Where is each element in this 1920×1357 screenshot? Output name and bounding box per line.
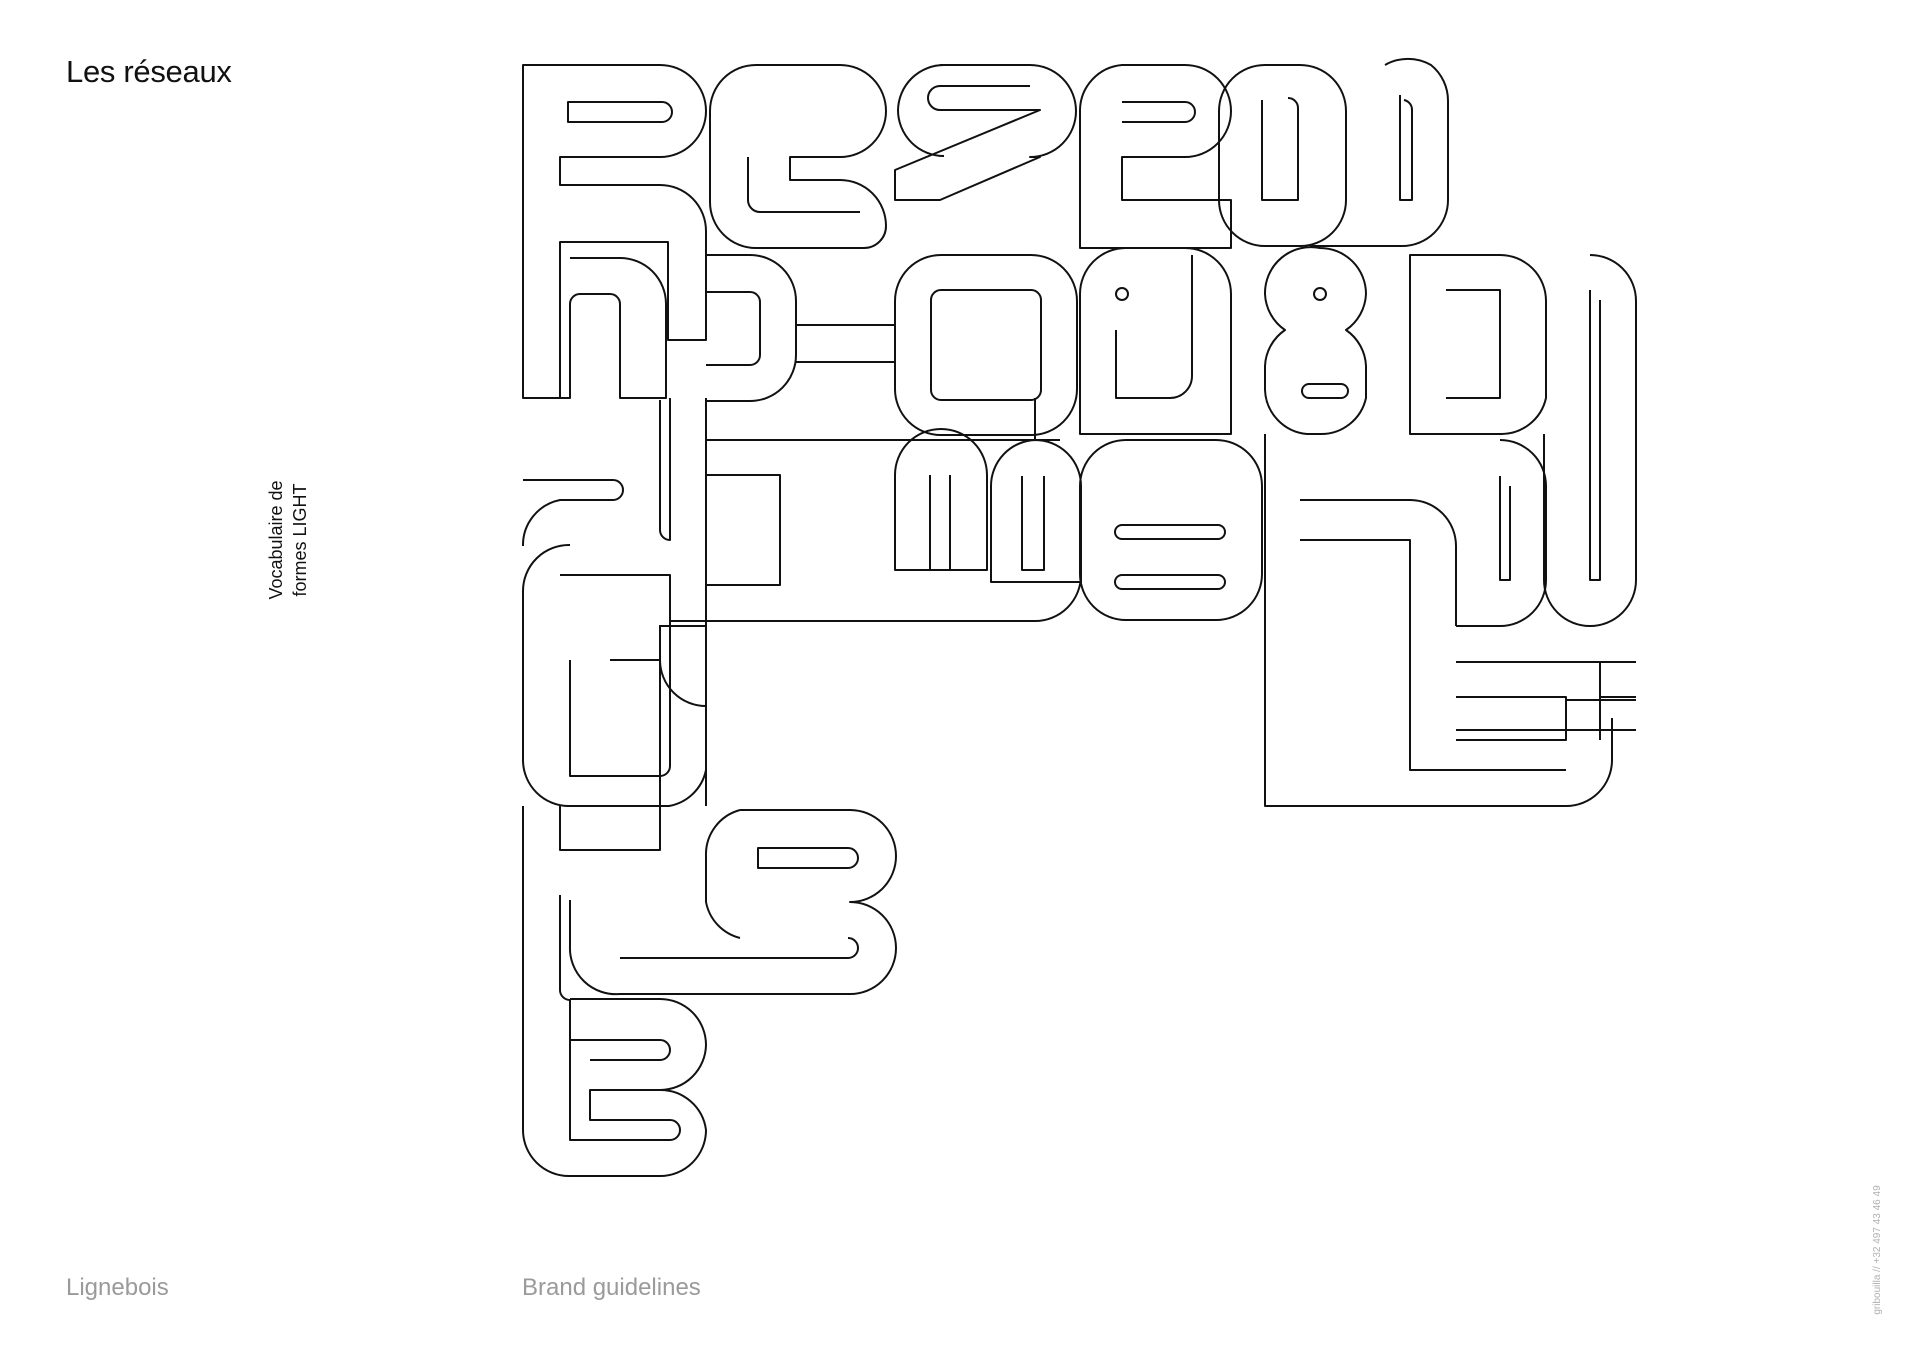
glyph-eight-bar-top (1114, 524, 1226, 540)
glyph-u-outer (1409, 254, 1547, 436)
glyph-l-inner (1300, 539, 1566, 771)
glyph-e-ladder (1456, 661, 1636, 741)
glyph-eight-outer (1079, 439, 1263, 621)
glyph-n2-inner (1021, 476, 1045, 571)
glyph-l-frame (1264, 434, 1613, 807)
glyph-nine-outer (1079, 247, 1232, 435)
glyph-square-o-outer (894, 254, 1078, 436)
glyph-left-hook (521, 479, 624, 547)
glyph-e-left (704, 809, 741, 939)
glyph-u-inner (1446, 289, 1501, 399)
glyph-z-inner (747, 157, 860, 213)
glyph-r-outer (522, 64, 707, 399)
glyph-ampersand-dot (1313, 287, 1327, 301)
glyph-m-inner (929, 475, 951, 571)
glyph-b-outer (522, 806, 707, 1177)
glyph-d-inner (706, 291, 761, 366)
glyph-b-stem (559, 895, 571, 1001)
glyph-e-outer (568, 809, 897, 996)
glyph-ampersand-bar (1301, 383, 1349, 399)
glyph-b-inner (569, 999, 681, 1141)
glyph-tall-u-inner (1589, 290, 1601, 581)
footer-brand: Lignebois (66, 1274, 169, 1301)
glyph-left-col-stroke (659, 625, 707, 780)
glyph-g-outer (1218, 64, 1347, 247)
glyph-tall-u (1543, 254, 1637, 627)
glyph-nine-inner (1115, 255, 1193, 399)
glyph-ampersand-outer (1263, 246, 1367, 436)
glyph-left-seg (559, 659, 661, 851)
glyph-s-right-outer (1456, 439, 1547, 627)
glyph-left-col-inner (560, 574, 671, 777)
footer-section: Brand guidelines (522, 1274, 701, 1301)
glyph-tall-g-inner (1399, 95, 1414, 201)
page-title: Les réseaux (66, 54, 232, 89)
glyph-m-outer (894, 428, 988, 571)
connector-curve-row3 (987, 574, 1082, 622)
glyph-e-inner-bot (620, 937, 859, 959)
glyph-left-hook-2 (659, 398, 671, 541)
footer-credit: gribouilla // +32 497 43 46 49 (1872, 1185, 1883, 1315)
glyph-n2-outer (989, 439, 1082, 583)
glyph-nine-dot (1115, 287, 1129, 301)
glyph-s-outer (894, 64, 1077, 201)
glyph-s-curve (897, 64, 945, 157)
glyph-d-outer (706, 254, 797, 402)
glyph-s-right-inner (1499, 476, 1511, 581)
glyph-l-top (1300, 499, 1457, 626)
glyph-g-inner (1261, 97, 1299, 201)
glyph-left-col-c (660, 440, 707, 806)
glyph-two-inner (1122, 101, 1196, 123)
glyph-eight-bar-bot (1114, 574, 1226, 590)
glyph-two-outer (1079, 64, 1232, 249)
glyph-e-inner-top (757, 847, 859, 869)
glyph-r-inner (567, 101, 673, 123)
glyph-h-lines (705, 439, 1060, 586)
glyph-left-col-s (522, 543, 707, 807)
glyph-n-outer (523, 257, 667, 399)
glyph-tall-g-outer (1310, 57, 1450, 247)
glyph-square-o-inner (930, 289, 1042, 401)
glyph-z-outer (709, 64, 887, 249)
